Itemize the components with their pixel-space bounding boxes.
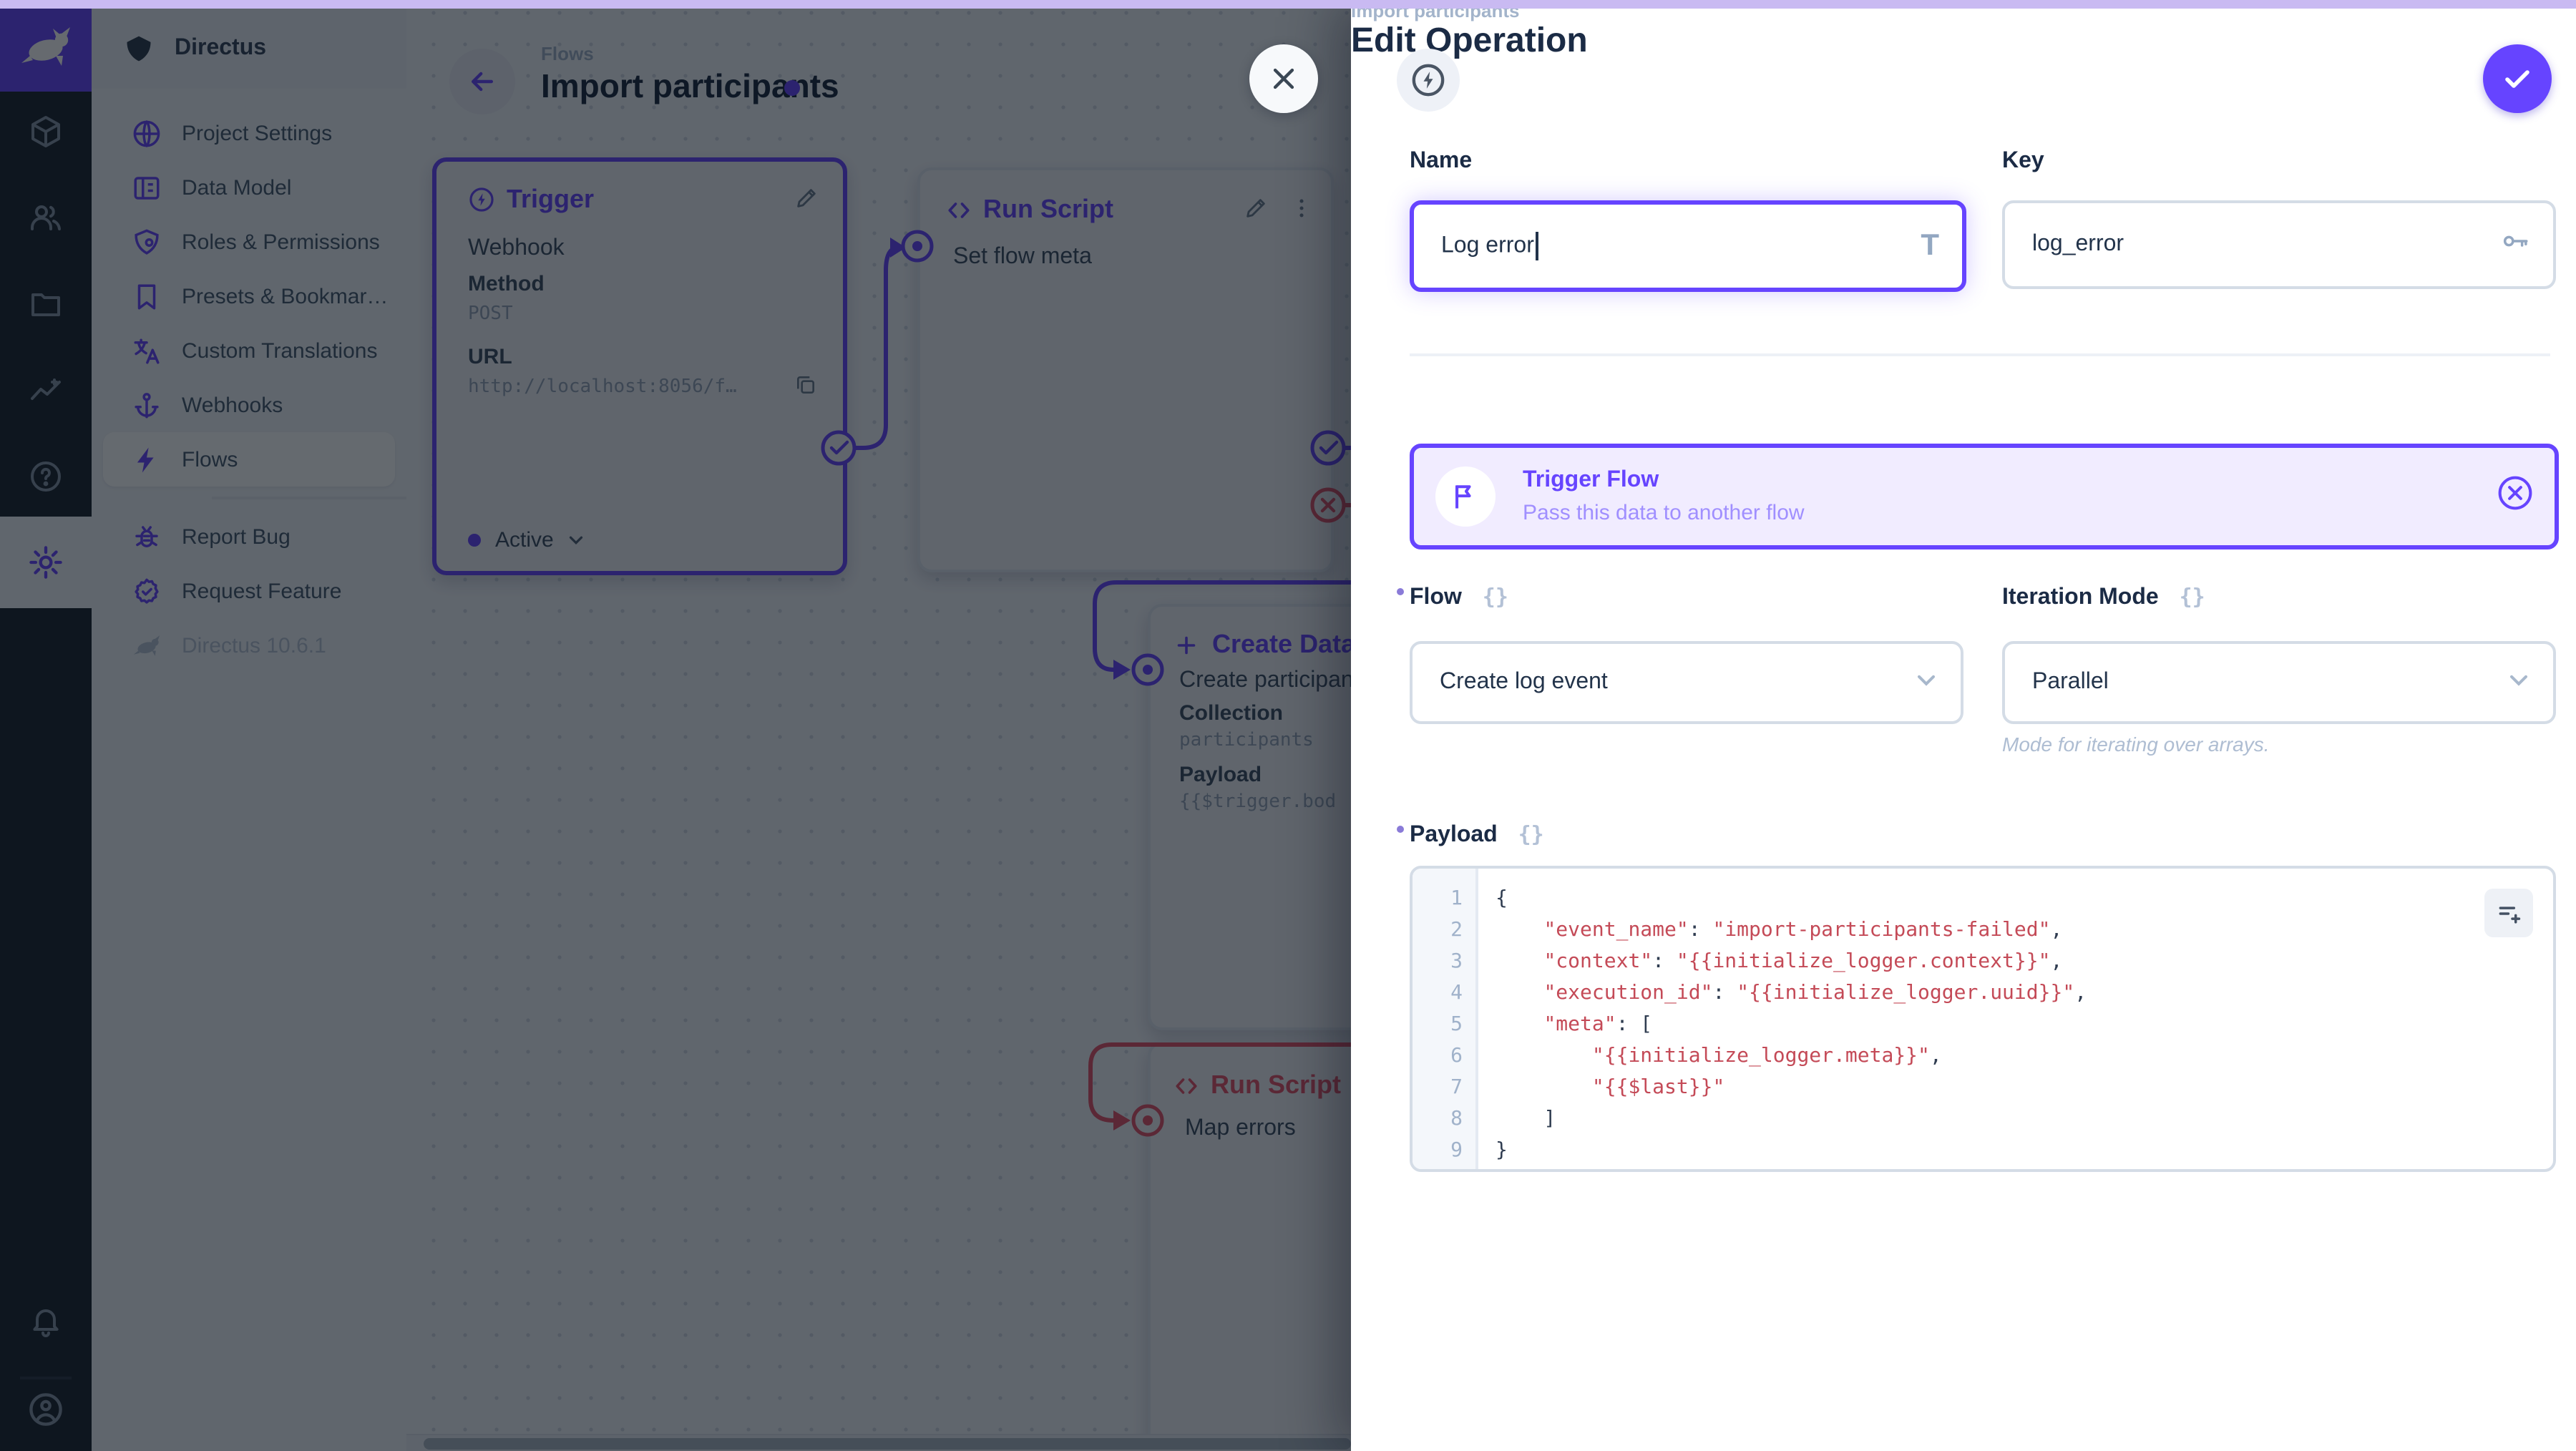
required-dot [1397, 826, 1404, 833]
save-button[interactable] [2483, 44, 2552, 113]
operation-type-title: Trigger Flow [1523, 468, 1659, 492]
key-label: Key [2002, 149, 2044, 173]
text-caret [1535, 232, 1538, 260]
key-input[interactable]: log_error [2002, 200, 2556, 289]
divider [1410, 353, 2550, 356]
check-icon [2505, 70, 2529, 88]
raw-editor-button[interactable] [2484, 889, 2533, 937]
drawer-dim-overlay[interactable] [0, 0, 1351, 1451]
title-formatter-icon: T [1921, 229, 1939, 262]
operation-type-description: Pass this data to another flow [1523, 501, 1805, 525]
key-icon [2503, 235, 2528, 247]
code-lines[interactable]: { "event_name": "import-participants-fai… [1496, 887, 2087, 1162]
payload-label: Payload {} [1397, 821, 1544, 849]
name-label: Name [1410, 149, 1473, 173]
iteration-mode-note: Mode for iterating over arrays. [2002, 733, 2270, 756]
operation-type-card[interactable]: Trigger Flow Pass this data to another f… [1410, 444, 2559, 549]
name-input[interactable]: Log error T [1410, 200, 1966, 292]
raw-value-icon[interactable]: {} [2179, 584, 2205, 610]
flow-select[interactable]: Create log event [1410, 641, 1963, 724]
raw-value-icon[interactable]: {} [1482, 584, 1508, 610]
bolt-circle-icon [1412, 64, 1445, 97]
close-icon [1273, 68, 1294, 89]
flow-label: Flow {} [1397, 584, 1508, 611]
iteration-mode-select[interactable]: Parallel [2002, 641, 2556, 724]
operation-type-icon [1397, 49, 1460, 112]
raw-value-icon[interactable]: {} [1518, 821, 1544, 847]
key-icon [2500, 226, 2530, 263]
flag-icon [1455, 485, 1471, 509]
chevron-down-icon [1912, 665, 1941, 700]
deselect-operation-icon[interactable] [2496, 474, 2534, 519]
close-drawer-button[interactable] [1249, 44, 1318, 113]
circle-x-icon [2498, 476, 2532, 510]
chevron-down-icon [2504, 665, 2533, 700]
iteration-mode-label: Iteration Mode {} [2002, 584, 2205, 610]
required-dot [1397, 588, 1404, 595]
lines-plus-icon [2498, 906, 2520, 923]
edit-operation-drawer: Import participants Edit Operation Name … [1351, 0, 2576, 1451]
flag-icon-circle [1435, 466, 1496, 527]
drawer-title: Edit Operation [1351, 21, 1588, 60]
top-accent-bar [0, 0, 2576, 9]
